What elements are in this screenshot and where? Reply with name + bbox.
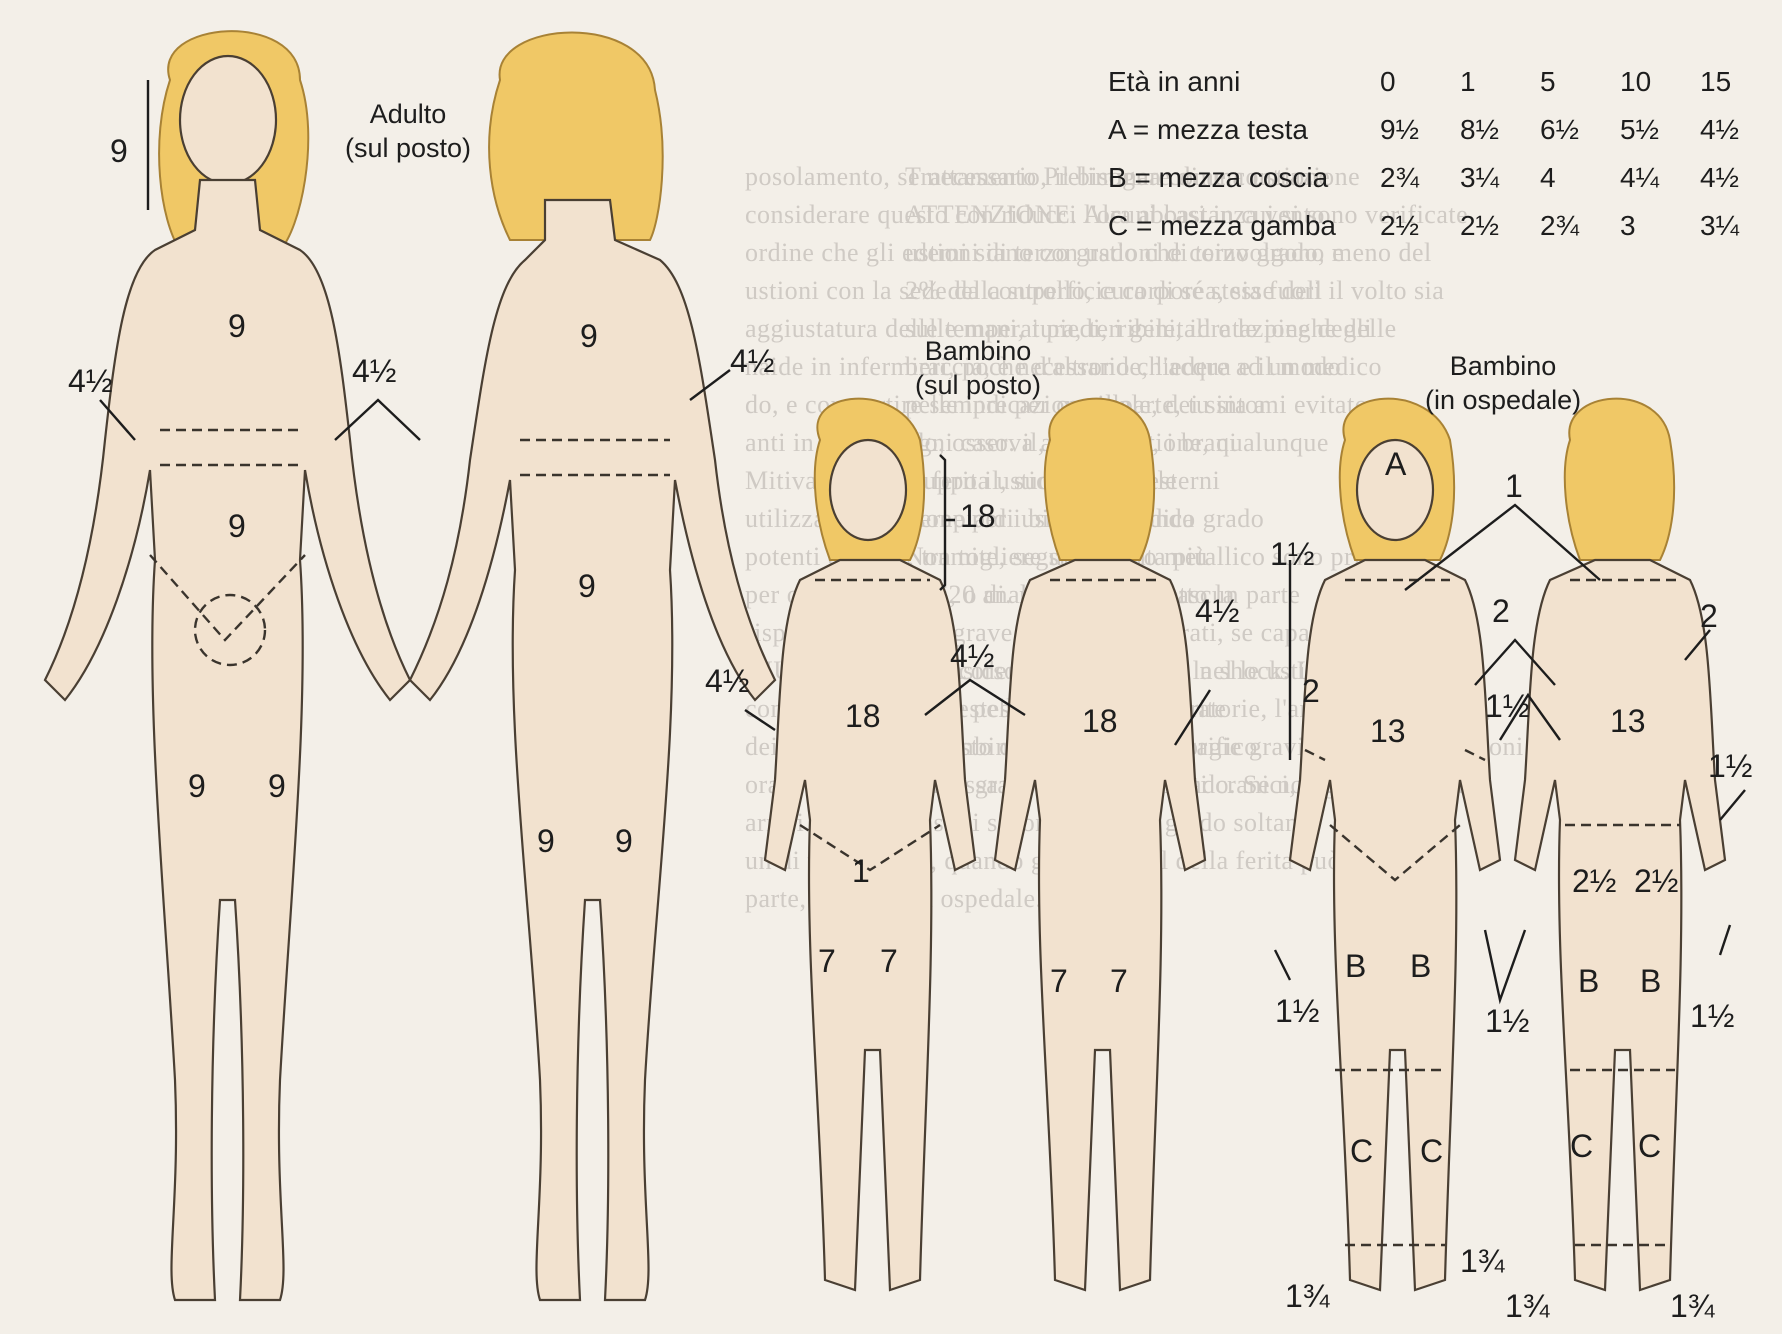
adult-head-label: 9 (110, 135, 128, 167)
adult-back-lower-label: 9 (578, 570, 596, 602)
child-site-head-label: 18 (960, 500, 996, 532)
child-hosp-trunk-label: 13 (1370, 715, 1406, 747)
child-site-back-figure (995, 399, 1205, 1290)
child-hosp-hand-left-label: 1½ (1275, 995, 1319, 1027)
child-hosp-upper-arm-chest-label: 2 (1302, 675, 1320, 707)
table-cell: 6½ (1540, 106, 1620, 154)
age-proportions-table: Età in anni 0 1 5 10 15 A = mezza testa … (1108, 58, 1780, 250)
adult-arm-right-label: 4½ (352, 355, 396, 387)
child-hosp-foot-left-label: 1¾ (1285, 1280, 1329, 1312)
child-hosp-genital-label: 1½ (1485, 1005, 1529, 1037)
child-site-arm-left-label: 4½ (705, 665, 749, 697)
child-hosp-back-thigh-right-label: B (1640, 965, 1661, 997)
table-cell: 2¾ (1540, 202, 1620, 250)
adult-leg-left-label: 9 (188, 770, 206, 802)
age-header: 1 (1460, 58, 1540, 106)
child-hosp-back-trunk-label: 13 (1610, 705, 1646, 737)
child-hospital-title: Bambino (in ospedale) (1425, 350, 1581, 418)
adult-front-figure (45, 31, 410, 1300)
child-hosp-foot-right-label: 1¾ (1460, 1245, 1504, 1277)
age-header: 5 (1540, 58, 1620, 106)
table-header-row: Età in anni 0 1 5 10 15 (1108, 58, 1780, 106)
child-hosp-back-foot-right-label: 1¾ (1670, 1290, 1714, 1322)
child-hosp-back-foot-left-label: 1¾ (1505, 1290, 1549, 1322)
child-hosp-thigh-right-label: B (1410, 950, 1431, 982)
table-cell: 9½ (1380, 106, 1460, 154)
table-cell: 3 (1620, 202, 1700, 250)
row-label: C = mezza gamba (1108, 202, 1380, 250)
adult-arm-left-label: 4½ (68, 365, 112, 397)
child-site-trunk-label: 18 (845, 700, 881, 732)
child-hospital-front-figure (1290, 399, 1500, 1290)
child-hosp-head-label: A (1385, 448, 1406, 480)
adult-back-arm-label: 4½ (730, 345, 774, 377)
adult-back-leg-right-label: 9 (615, 825, 633, 857)
child-hosp-head-side-label: 1½ (1270, 538, 1314, 570)
child-hosp-back-hand-label: 1½ (1690, 1000, 1734, 1032)
child-hosp-hand-mid-label: 1½ (1485, 690, 1529, 722)
child-hosp-back-upper-arm-label: 2 (1700, 600, 1718, 632)
table-cell: 4 (1540, 154, 1620, 202)
child-site-back-arm-label: 4½ (1195, 595, 1239, 627)
table-cell: 4½ (1700, 106, 1780, 154)
age-header: 0 (1380, 58, 1460, 106)
child-site-back-leg-left-label: 7 (1050, 965, 1068, 997)
table-cell: 5½ (1620, 106, 1700, 154)
table-cell: 3¼ (1460, 154, 1540, 202)
child-site-back-leg-right-label: 7 (1110, 965, 1128, 997)
table-row: B = mezza coscia 2¾ 3¼ 4 4¼ 4½ (1108, 154, 1780, 202)
adult-chest-label: 9 (228, 310, 246, 342)
child-site-front-figure (765, 399, 975, 1290)
adult-abdomen-label: 9 (228, 510, 246, 542)
child-hosp-back-calf-right-label: C (1638, 1130, 1661, 1162)
child-site-back-trunk-label: 18 (1082, 705, 1118, 737)
age-header: 10 (1620, 58, 1700, 106)
child-site-genital-label: 1 (852, 855, 870, 887)
child-hosp-calf-right-label: C (1420, 1135, 1443, 1167)
child-hosp-buttock-right-label: 2½ (1634, 865, 1678, 897)
table-cell: 3¼ (1700, 202, 1780, 250)
age-header: 15 (1700, 58, 1780, 106)
child-hosp-back-forearm-label: 1½ (1708, 750, 1752, 782)
child-hosp-buttock-left-label: 2½ (1572, 865, 1616, 897)
table-row: C = mezza gamba 2½ 2½ 2¾ 3 3¼ (1108, 202, 1780, 250)
child-site-arm-right-label: 4½ (950, 640, 994, 672)
child-site-leg-left-label: 7 (818, 945, 836, 977)
child-hosp-thigh-left-label: B (1345, 950, 1366, 982)
child-hosp-neck-split-label: 1 (1505, 470, 1523, 502)
adult-back-leg-left-label: 9 (537, 825, 555, 857)
row-label: B = mezza coscia (1108, 154, 1380, 202)
table-cell: 2½ (1460, 202, 1540, 250)
child-on-site-title: Bambino (sul posto) (915, 335, 1041, 403)
child-hosp-upper-arm-front-label: 2 (1492, 595, 1510, 627)
table-row: A = mezza testa 9½ 8½ 6½ 5½ 4½ (1108, 106, 1780, 154)
child-site-leg-right-label: 7 (880, 945, 898, 977)
table-cell: 4¼ (1620, 154, 1700, 202)
age-header-label: Età in anni (1108, 58, 1380, 106)
child-hosp-back-thigh-left-label: B (1578, 965, 1599, 997)
adult-leg-right-label: 9 (268, 770, 286, 802)
child-hosp-back-calf-left-label: C (1570, 1130, 1593, 1162)
table-cell: 2¾ (1380, 154, 1460, 202)
table-cell: 8½ (1460, 106, 1540, 154)
adult-back-upper-label: 9 (580, 320, 598, 352)
table-cell: 4½ (1700, 154, 1780, 202)
adult-title: Adulto (sul posto) (345, 98, 471, 166)
child-hosp-calf-left-label: C (1350, 1135, 1373, 1167)
table-cell: 2½ (1380, 202, 1460, 250)
row-label: A = mezza testa (1108, 106, 1380, 154)
